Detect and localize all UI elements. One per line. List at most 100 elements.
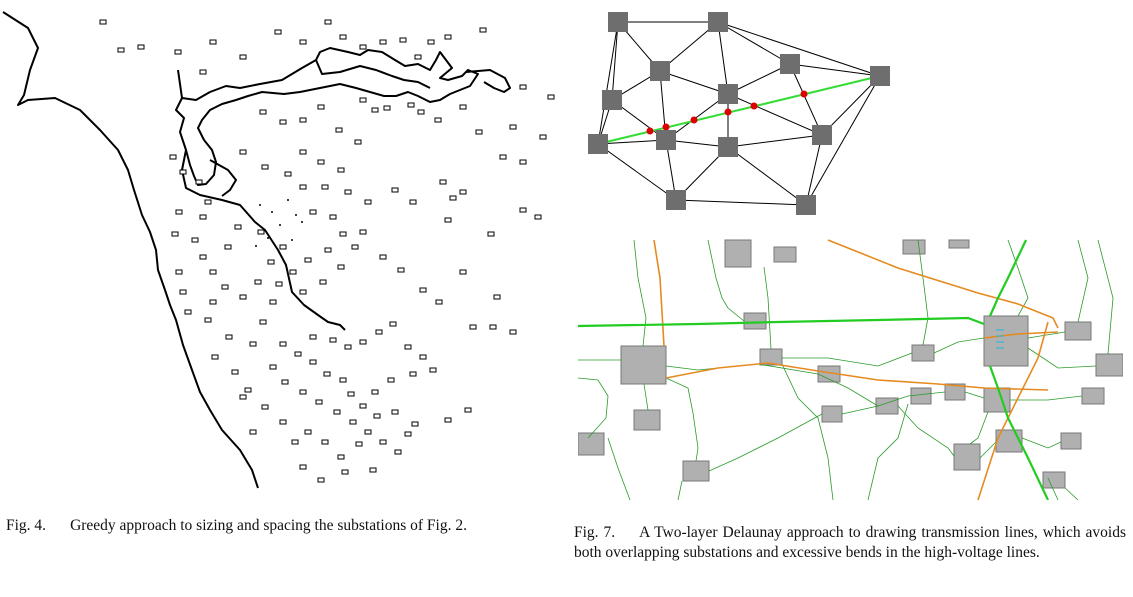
substation-marker bbox=[487, 231, 495, 237]
substation-marker bbox=[339, 377, 347, 383]
substation-marker bbox=[317, 477, 325, 483]
substation-marker bbox=[333, 409, 341, 415]
fig4-label: Fig. 4. bbox=[6, 517, 47, 534]
substation-marker bbox=[354, 139, 362, 145]
substation-marker bbox=[359, 44, 367, 50]
high-voltage-path bbox=[597, 75, 881, 145]
substation-marker bbox=[279, 244, 287, 250]
substation-marker bbox=[539, 134, 547, 140]
substation-marker bbox=[444, 417, 452, 423]
substation-marker bbox=[309, 334, 317, 340]
substation-marker bbox=[209, 299, 217, 305]
inlet bbox=[465, 69, 511, 93]
substation-marker bbox=[404, 344, 412, 350]
substation-marker bbox=[324, 19, 332, 25]
map-dot bbox=[279, 224, 281, 226]
substation-marker bbox=[199, 254, 207, 260]
substation-marker bbox=[239, 149, 247, 155]
map-dot bbox=[287, 199, 289, 201]
substation-marker bbox=[337, 264, 345, 270]
green-distribution-lines bbox=[578, 239, 1114, 500]
substation-marker bbox=[309, 209, 317, 215]
map-dot bbox=[295, 214, 297, 216]
substation-marker bbox=[435, 299, 443, 305]
substation-marker bbox=[321, 184, 329, 190]
substation-marker bbox=[239, 394, 247, 400]
substation-marker bbox=[404, 431, 412, 437]
substation-marker bbox=[284, 171, 292, 177]
map-dot bbox=[267, 237, 269, 239]
substation-marker bbox=[209, 269, 217, 275]
delta-channels bbox=[315, 59, 431, 89]
substation-marker bbox=[409, 371, 417, 377]
substation-marker bbox=[279, 119, 287, 125]
substation-marker bbox=[411, 421, 419, 427]
substation-marker bbox=[509, 329, 517, 335]
substation-marker bbox=[509, 124, 517, 130]
substation-marker bbox=[399, 37, 407, 43]
substation-marker bbox=[409, 199, 417, 205]
substation-marker bbox=[519, 84, 527, 90]
substation-marker bbox=[274, 29, 282, 35]
substation-marker bbox=[299, 289, 307, 295]
fig4-caption-text: Greedy approach to sizing and spacing th… bbox=[70, 517, 467, 534]
substation-marker bbox=[175, 269, 183, 275]
substation-marker bbox=[171, 231, 179, 237]
substation-marker bbox=[351, 244, 359, 250]
substation-marker bbox=[489, 324, 497, 330]
substation-marker bbox=[499, 154, 507, 160]
substation-marker bbox=[195, 179, 203, 185]
substation-marker bbox=[349, 419, 357, 425]
substation-marker bbox=[341, 469, 349, 475]
substation-marker bbox=[204, 317, 212, 323]
substation-marker bbox=[397, 267, 405, 273]
substation-markers bbox=[99, 19, 555, 483]
substation-marker bbox=[281, 379, 289, 385]
fig4-substation-map bbox=[2, 11, 555, 489]
map-dot bbox=[259, 204, 261, 206]
station-detail-lines bbox=[996, 329, 1004, 349]
substation-marker bbox=[257, 229, 265, 235]
substation-marker bbox=[291, 439, 299, 445]
map-dot bbox=[271, 211, 273, 213]
substation-marker bbox=[519, 207, 527, 213]
substation-marker bbox=[429, 367, 437, 373]
substation-marker bbox=[339, 34, 347, 40]
fig7-caption-text: A Two-layer Delaunay approach to drawing… bbox=[574, 524, 1126, 561]
substation-marker bbox=[339, 231, 347, 237]
substation-marker bbox=[221, 284, 229, 290]
substation-marker bbox=[359, 97, 367, 103]
substation-marker bbox=[239, 54, 247, 60]
substation-marker bbox=[391, 409, 399, 415]
substation-marker bbox=[261, 164, 269, 170]
substation-marker bbox=[259, 319, 267, 325]
substation-marker bbox=[469, 324, 477, 330]
substation-marker bbox=[244, 387, 252, 393]
substation-marker bbox=[179, 169, 187, 175]
substation-marker bbox=[364, 199, 372, 205]
substation-marker bbox=[387, 377, 395, 383]
substation-marker bbox=[534, 214, 542, 220]
substation-marker bbox=[269, 299, 277, 305]
substation-marker bbox=[379, 39, 387, 45]
substation-marker bbox=[184, 309, 192, 315]
substation-marker bbox=[324, 247, 332, 253]
map-dot bbox=[255, 245, 257, 247]
substation-marker bbox=[373, 413, 381, 419]
substation-marker bbox=[234, 224, 242, 230]
substation-marker bbox=[299, 149, 307, 155]
substation-marker bbox=[211, 354, 219, 360]
substation-marker bbox=[337, 167, 345, 173]
substation-marker bbox=[459, 269, 467, 275]
substation-marker bbox=[225, 334, 233, 340]
substation-marker bbox=[329, 214, 337, 220]
substation-marker bbox=[459, 104, 467, 110]
substation-marker bbox=[169, 154, 177, 160]
substation-marker bbox=[309, 359, 317, 365]
path-crossing-points bbox=[646, 90, 808, 135]
substation-marker bbox=[317, 104, 325, 110]
substation-marker bbox=[199, 69, 207, 75]
substation-marker bbox=[364, 429, 372, 435]
substation-marker bbox=[414, 54, 422, 60]
substation-marker bbox=[299, 39, 307, 45]
